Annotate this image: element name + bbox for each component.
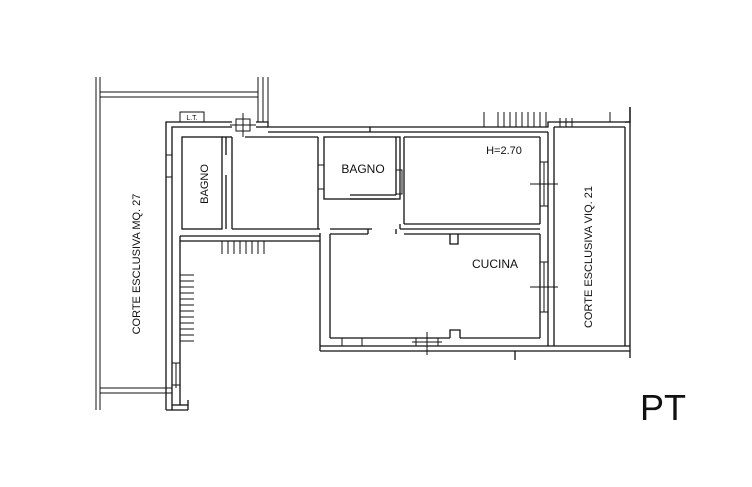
left-courtyard xyxy=(95,77,258,410)
top-stubs xyxy=(257,77,269,127)
utility-box xyxy=(179,111,205,123)
outer-walls xyxy=(165,107,631,411)
courtyard-label-right: CORTE ESCLUSIVA VIQ. 21 xyxy=(583,186,595,328)
room-label-bathroom: BAGNO xyxy=(341,162,384,176)
room-label-kitchen: CUCINA xyxy=(472,257,518,271)
ceiling-height-label: H=2.70 xyxy=(486,145,522,157)
railing-top xyxy=(483,112,611,127)
utility-label: L.T. xyxy=(186,115,197,122)
floor-label: PT xyxy=(640,387,686,428)
windows xyxy=(165,113,558,388)
courtyard-label-left: CORTE ESCLUSIVA MQ. 27 xyxy=(131,194,143,335)
railing-lower xyxy=(180,241,265,342)
room-label-bathroom-small: BAGNO xyxy=(199,164,211,204)
